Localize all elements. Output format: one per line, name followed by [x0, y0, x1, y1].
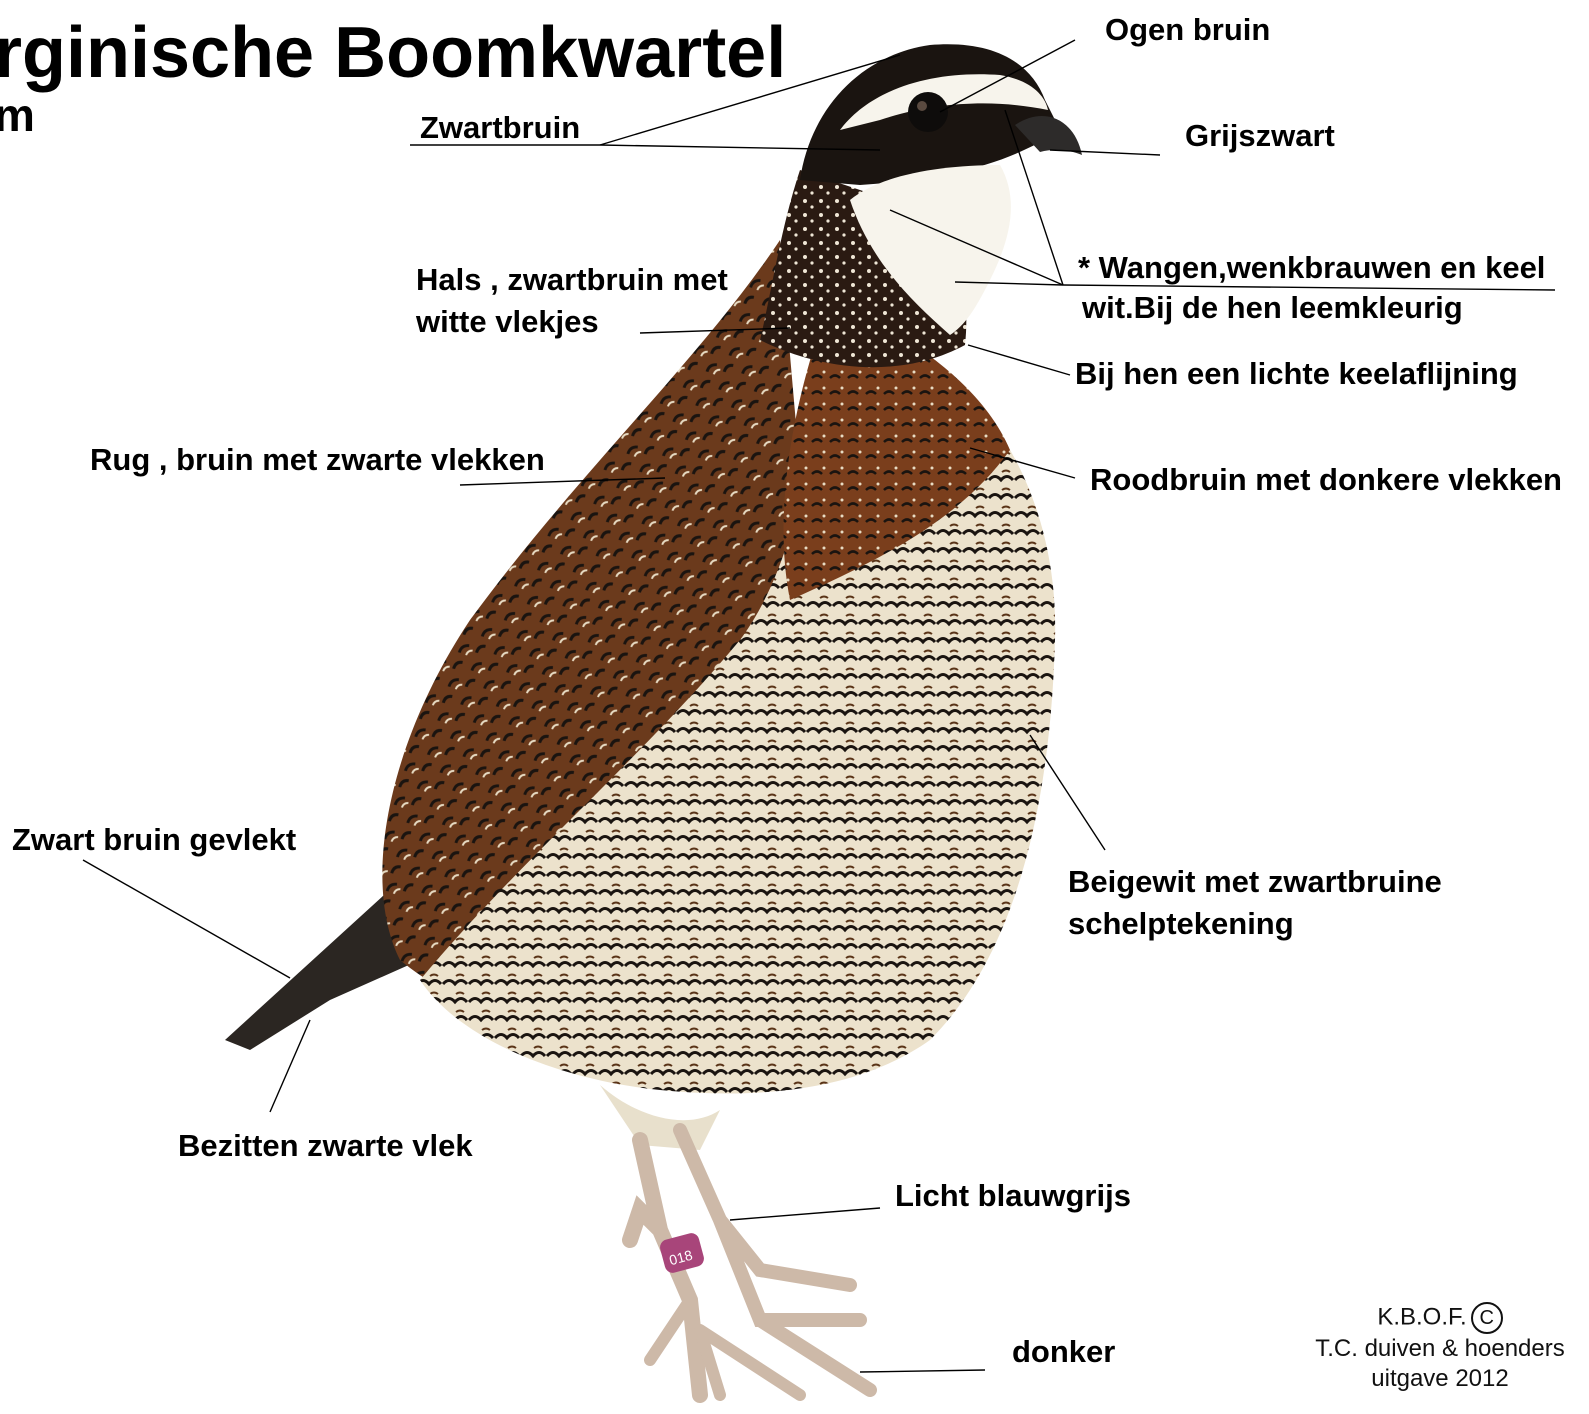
- copyright-icon: C: [1471, 1302, 1503, 1334]
- thigh: [600, 1085, 720, 1150]
- label-beigewit-line2: schelptekening: [1068, 904, 1294, 944]
- label-donker: donker: [1012, 1332, 1115, 1372]
- label-grijszwart: Grijszwart: [1185, 116, 1335, 156]
- credit-block: K.B.O.F.C T.C. duiven & hoenders uitgave…: [1300, 1302, 1580, 1394]
- label-keelaflijning: Bij hen een lichte keelaflijning: [1075, 354, 1518, 394]
- label-rug: Rug , bruin met zwarte vlekken: [90, 440, 545, 480]
- credit-line1: K.B.O.F.C: [1300, 1302, 1580, 1334]
- page-title: rginische Boomkwartel: [0, 10, 786, 96]
- label-wangen-line1: * Wangen,wenkbrauwen en keel: [1078, 248, 1545, 288]
- label-zwartbruin: Zwartbruin: [420, 108, 580, 148]
- label-ogen: Ogen bruin: [1105, 10, 1270, 50]
- page-subtitle: m: [0, 88, 35, 142]
- label-zwart-bruin-gevlekt: Zwart bruin gevlekt: [12, 820, 296, 860]
- label-hals-line2: witte vlekjes: [416, 302, 599, 342]
- label-hals-line1: Hals , zwartbruin met: [416, 260, 728, 300]
- eye: [908, 92, 948, 132]
- label-licht-blauwgrijs: Licht blauwgrijs: [895, 1176, 1131, 1216]
- credit-line3: uitgave 2012: [1300, 1364, 1580, 1394]
- credit-line2: T.C. duiven & hoenders: [1300, 1334, 1580, 1364]
- label-beigewit-line1: Beigewit met zwartbruine: [1068, 862, 1442, 902]
- label-bezitten: Bezitten zwarte vlek: [178, 1126, 473, 1166]
- label-roodbruin: Roodbruin met donkere vlekken: [1090, 460, 1562, 500]
- label-wangen-line2: wit.Bij de hen leemkleurig: [1082, 288, 1463, 328]
